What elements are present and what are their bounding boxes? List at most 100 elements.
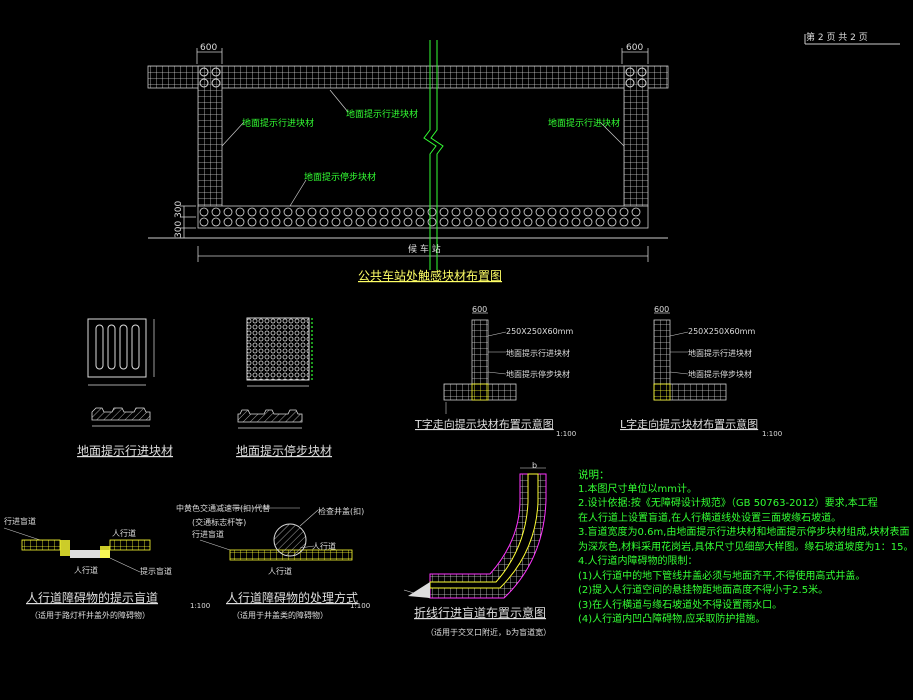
- warning-dot: [535, 217, 545, 227]
- l-label-warning: 地面提示停步块材: [688, 369, 752, 379]
- warning-dot: [463, 207, 473, 217]
- warning-dot: [403, 207, 413, 217]
- note-line: 1.本图尺寸单位以mm计。: [578, 483, 698, 495]
- top-drawing-title: 公共车站处触感块材布置图: [358, 268, 502, 283]
- label-warning: 地面提示停步块材: [304, 171, 376, 183]
- obstacle-mid-label-d: 检查井盖(扣): [318, 506, 364, 516]
- obstacle-left-scale: 1:100: [190, 602, 210, 610]
- note-line: 在人行道上设置盲道,在人行横道线处设置三面坡缘石坡道。: [578, 512, 842, 524]
- warning-dot: [331, 207, 341, 217]
- warning-dot: [559, 217, 569, 227]
- warning-dot: [583, 207, 593, 217]
- warning-dot: [427, 207, 437, 217]
- obstacle-left-label-b: 人行道: [112, 528, 136, 538]
- l-spec: 250X250X60mm: [688, 327, 755, 336]
- obstacle-left-title: 人行道障碍物的提示盲道: [26, 590, 158, 605]
- obstacle-left-label-c: 人行道: [74, 565, 98, 575]
- l-label-guide: 地面提示行进块材: [688, 348, 752, 358]
- t-spec: 250X250X60mm: [506, 327, 573, 336]
- warning-dot: [259, 207, 269, 217]
- warning-dot: [607, 217, 617, 227]
- warning-dot: [427, 217, 437, 227]
- warning-dot: [271, 217, 281, 227]
- label-guide-right: 地面提示行进块材: [548, 117, 620, 129]
- warning-dot: [235, 207, 245, 217]
- warning-dot: [367, 207, 377, 217]
- corner-dot-tiles: [199, 67, 647, 88]
- warning-tile-title: 地面提示停步块材: [236, 443, 332, 458]
- warning-dot: [499, 217, 509, 227]
- note-line: 3.盲道宽度为0.6m,由地面提示行进块材和地面提示停步块材组成,块材表面: [578, 527, 910, 538]
- warning-dot: [451, 207, 461, 217]
- warning-dot: [367, 217, 377, 227]
- warning-dot: [199, 217, 209, 227]
- warning-dot: [499, 207, 509, 217]
- warning-dot: [319, 207, 329, 217]
- obstacle-mid-label-b: (交通标志杆等): [192, 517, 246, 527]
- obstacle-mid-diagram: [199, 507, 353, 561]
- obstacle-left-subtitle: （适用于路灯杆井盖外的障碍物）: [30, 610, 150, 620]
- note-line: 4.人行道内障碍物的限制：: [578, 556, 698, 567]
- warning-dot: [535, 207, 545, 217]
- warning-dot: [211, 207, 221, 217]
- warning-dot: [355, 217, 365, 227]
- warning-dot: [271, 207, 281, 217]
- label-guide-top: 地面提示行进块材: [346, 108, 418, 120]
- warning-dot: [583, 217, 593, 227]
- warning-dot: [439, 207, 449, 217]
- label-guide-left: 地面提示行进块材: [242, 117, 314, 129]
- warning-dot: [331, 217, 341, 227]
- sheet-info-box: [804, 34, 900, 45]
- warning-dot: [343, 207, 353, 217]
- obstacle-left-diagram: [3, 527, 151, 573]
- warning-dot: [607, 207, 617, 217]
- warning-dot: [595, 207, 605, 217]
- obstacle-mid-label-f: 人行道: [268, 566, 292, 576]
- warning-tile-plan: [237, 317, 313, 429]
- warning-dot: [295, 207, 305, 217]
- diagonal-subtitle: （适用于交叉口附近，b为盲道宽）: [426, 627, 551, 637]
- dim-right: 600: [626, 43, 643, 53]
- warning-dot: [571, 207, 581, 217]
- notes-heading: 说明：: [578, 469, 610, 481]
- obstacle-left-label-a: 行进盲道: [4, 516, 36, 526]
- l-layout-diagram: [653, 312, 727, 401]
- warning-dot: [559, 207, 569, 217]
- warning-dot: [379, 217, 389, 227]
- note-line: (1)人行道中的地下管线井盖必须与地面齐平,不得使用高式井盖。: [578, 570, 866, 582]
- warning-dot: [283, 207, 293, 217]
- guide-tile-plan: [87, 318, 155, 427]
- t-layout-diagram: [443, 312, 517, 414]
- warning-dot: [391, 217, 401, 227]
- t-layout-title: T字走向提示块材布置示意图: [414, 417, 554, 431]
- bus-stop-label: 候 车 站: [408, 243, 441, 255]
- warning-dot: [391, 207, 401, 217]
- l-layout-title: L字走向提示块材布置示意图: [620, 417, 758, 431]
- note-line: 2.设计依据:按《无障碍设计规范》（GB 50763-2012）要求,本工程: [578, 498, 878, 509]
- warning-dot: [475, 217, 485, 227]
- warning-dot: [619, 217, 629, 227]
- warning-dot-band: [199, 207, 641, 227]
- warning-dot: [247, 217, 257, 227]
- warning-dot: [547, 217, 557, 227]
- warning-dot: [307, 207, 317, 217]
- note-line: (2)提入人行道空间的悬挂物距地面高度不得小于2.5米。: [578, 585, 829, 596]
- diagonal-dim: b: [532, 461, 537, 470]
- warning-dot: [295, 217, 305, 227]
- design-notes: 说明： 1.本图尺寸单位以mm计。 2.设计依据:按《无障碍设计规范》（GB 5…: [578, 468, 913, 628]
- warning-dot: [595, 217, 605, 227]
- warning-dot: [511, 217, 521, 227]
- warning-dot: [259, 217, 269, 227]
- guide-tile-title: 地面提示行进块材: [77, 443, 173, 458]
- warning-dot: [415, 207, 425, 217]
- obstacle-mid-scale: 1:100: [350, 602, 370, 610]
- t-label-guide: 地面提示行进块材: [506, 348, 570, 358]
- warning-dot: [343, 217, 353, 227]
- warning-dot: [319, 217, 329, 227]
- warning-dot: [415, 217, 425, 227]
- obstacle-mid-subtitle: （适用于井盖类的障碍物）: [232, 610, 328, 620]
- warning-dot: [571, 217, 581, 227]
- warning-dot: [283, 217, 293, 227]
- l-layout-scale: 1:100: [762, 430, 782, 438]
- warning-dot: [307, 217, 317, 227]
